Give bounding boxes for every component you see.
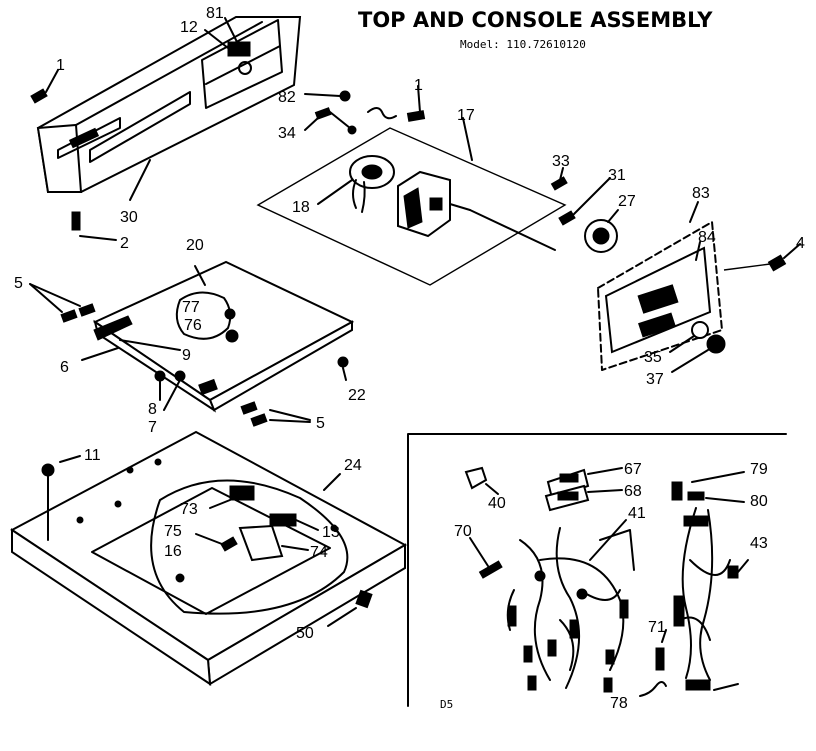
bumper-22: [337, 356, 349, 381]
label-16: 16: [164, 543, 182, 560]
hinge-left: [29, 283, 186, 411]
label-13: 13: [322, 524, 340, 541]
leader-12: [204, 29, 229, 49]
timer-switch: [397, 170, 471, 238]
screw-34: [304, 107, 357, 135]
timer-motor: [349, 155, 395, 213]
label-33: 33: [552, 153, 570, 170]
label-82: 82: [278, 89, 296, 106]
model-number: Model: 110.72610120: [460, 38, 586, 51]
control-panel-83: [597, 201, 723, 371]
label-68: 68: [624, 483, 642, 500]
console-panel: [36, 16, 302, 193]
connector-79-80: [671, 471, 745, 503]
label-77: 77: [182, 299, 200, 316]
top-base: [10, 430, 408, 686]
leader-17-link: [469, 209, 556, 251]
label-84: 84: [698, 229, 716, 246]
label-73: 73: [180, 501, 198, 518]
label-9: 9: [182, 347, 191, 364]
label-37: 37: [646, 371, 664, 388]
label-76: 76: [184, 317, 202, 334]
screw-4: [723, 243, 801, 272]
label-74: 74: [310, 544, 328, 561]
label-18: 18: [292, 199, 310, 216]
leader-18: [317, 179, 353, 205]
clip-1-right: [367, 85, 426, 122]
label-12: 12: [180, 19, 198, 36]
lid-switch-parts: [175, 485, 319, 583]
label-27: 27: [618, 193, 636, 210]
hinge-right: [198, 378, 311, 427]
label-20: 20: [186, 237, 204, 254]
selector-switch-27: [558, 177, 619, 253]
timer-tray-outline: [256, 117, 567, 286]
label-5-left: 5: [14, 275, 23, 292]
part-70: [469, 537, 503, 579]
screw-33: [550, 167, 568, 191]
label-75: 75: [164, 523, 182, 540]
label-30: 30: [120, 209, 138, 226]
clip-82: [304, 90, 351, 102]
harness-43: [673, 507, 749, 691]
top-panel: [92, 260, 355, 413]
label-5-right: 5: [316, 415, 325, 432]
terminal-block-67-68: [544, 467, 623, 512]
harness-41: [506, 519, 635, 693]
label-31: 31: [608, 167, 626, 184]
label-79: 79: [750, 461, 768, 478]
connector-40: [464, 466, 499, 495]
label-35: 35: [644, 349, 662, 366]
label-1-right: 1: [414, 77, 423, 94]
label-22: 22: [348, 387, 366, 404]
diagram-id: D5: [440, 698, 453, 711]
label-34: 34: [278, 125, 296, 142]
label-83: 83: [692, 185, 710, 202]
clip-50: [327, 589, 373, 627]
label-80: 80: [750, 493, 768, 510]
label-4: 4: [796, 235, 805, 252]
label-40: 40: [488, 495, 506, 512]
label-1-left: 1: [56, 57, 65, 74]
screw-1-left: [30, 69, 59, 104]
label-11: 11: [84, 447, 101, 464]
label-6: 6: [60, 359, 69, 376]
label-78: 78: [610, 695, 628, 712]
diagram-title: TOP AND CONSOLE ASSEMBLY: [358, 8, 713, 32]
bolt-11: [41, 455, 81, 541]
label-8: 8: [148, 401, 157, 418]
label-43: 43: [750, 535, 768, 552]
label-67: 67: [624, 461, 642, 478]
label-70: 70: [454, 523, 472, 540]
label-50: 50: [296, 625, 314, 642]
label-81: 81: [206, 5, 224, 22]
label-71: 71: [648, 619, 666, 636]
leader-30: [129, 159, 151, 201]
label-41: 41: [628, 505, 646, 522]
label-2: 2: [120, 235, 129, 252]
part-71-78: [639, 629, 667, 697]
leader-81: [224, 17, 241, 49]
knob-35-37: [669, 321, 726, 373]
part-labels: 1 12 81 82 1 34 17 33 31 27 18 30 2 83 8…: [14, 5, 805, 712]
wiring-box: [407, 433, 787, 707]
label-24: 24: [344, 457, 362, 474]
label-7: 7: [148, 419, 157, 436]
screw-2: [71, 211, 117, 241]
label-17: 17: [457, 107, 475, 124]
